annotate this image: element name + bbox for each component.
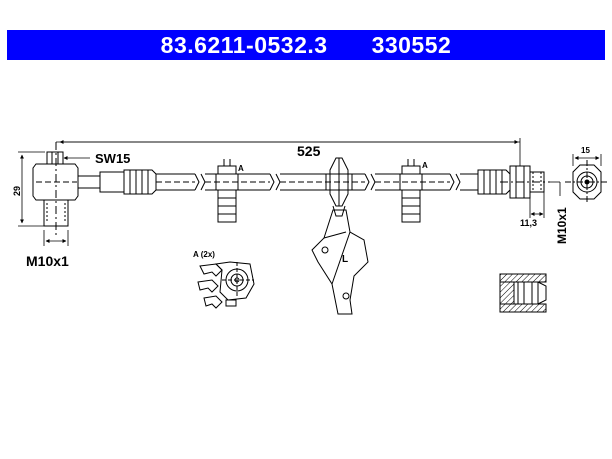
dimension-end-offset xyxy=(529,192,545,218)
left-thread-label: M10x1 xyxy=(26,253,69,269)
article-number: 330552 xyxy=(371,31,452,58)
title-banner: 83.6211-0532.3 330552 xyxy=(7,30,605,60)
wrench-size-label: SW15 xyxy=(95,151,130,166)
hose-clip-right xyxy=(399,159,423,223)
hose-clip-left xyxy=(215,159,239,223)
dimension-height xyxy=(18,151,45,227)
right-male-fitting xyxy=(500,165,550,199)
right-thread-label: M10x1 xyxy=(555,207,569,244)
bracket-callout: L xyxy=(342,254,348,265)
clip-detail-label: A (2x) xyxy=(193,250,215,259)
left-banjo-fitting xyxy=(32,142,101,236)
section-detail xyxy=(499,273,547,313)
end-offset-label: 11,3 xyxy=(520,218,537,228)
centre-grommet xyxy=(325,157,353,217)
part-number: 83.6211-0532.3 xyxy=(160,31,328,58)
dimension-length xyxy=(56,138,521,166)
clip-detail-view xyxy=(197,261,255,309)
bracket-l xyxy=(311,209,369,315)
brake-hose xyxy=(99,169,511,195)
clip-callout-left: A xyxy=(238,164,244,173)
height-label: 29 xyxy=(12,186,22,196)
dimension-bolt-width xyxy=(43,230,69,246)
dimension-end-diameter xyxy=(572,154,602,166)
end-diameter-label: 15 xyxy=(581,146,590,155)
clip-callout-right: A xyxy=(422,161,428,170)
end-view xyxy=(565,160,609,204)
length-label: 525 xyxy=(297,143,321,159)
